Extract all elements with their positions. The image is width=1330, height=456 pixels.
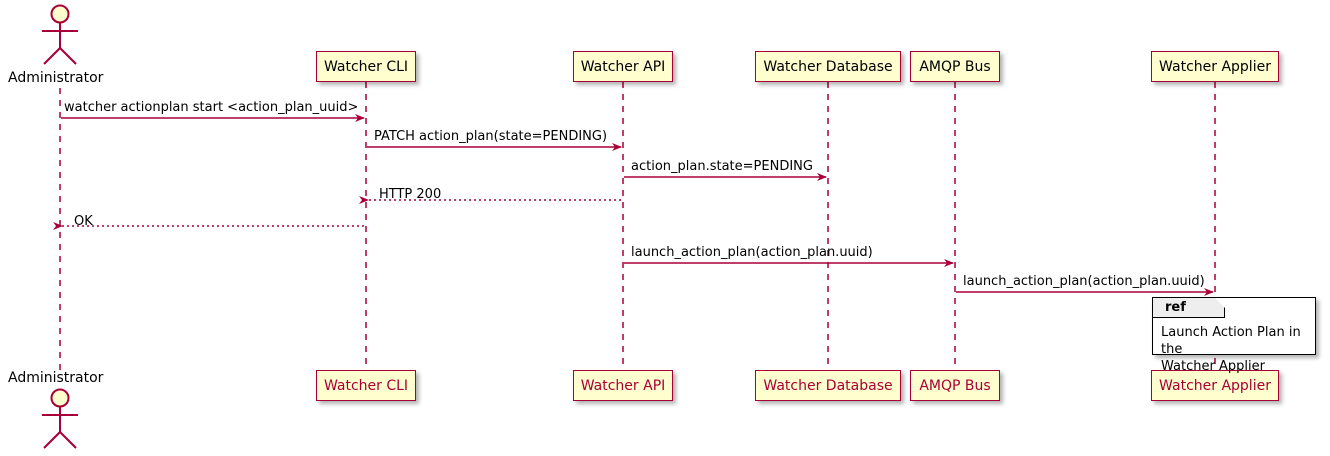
- participant-label: Watcher API: [580, 58, 666, 75]
- ref-fragment-line-2: Watcher Applier: [1161, 359, 1265, 374]
- participant-label: AMQP Bus: [919, 377, 991, 394]
- actor-label-administrator-bottom: Administrator: [8, 370, 104, 386]
- participant-box-amqp-bus-bottom[interactable]: AMQP Bus: [910, 370, 1000, 401]
- participant-label: Watcher Applier: [1159, 377, 1271, 394]
- participant-label: Watcher CLI: [323, 58, 409, 75]
- participant-box-watcher-cli-top[interactable]: Watcher CLI: [316, 51, 416, 82]
- actor-administrator-bottom: [42, 388, 78, 449]
- participant-label: Watcher CLI: [323, 377, 409, 394]
- message-label-2: PATCH action_plan(state=PENDING): [374, 129, 608, 144]
- message-label-7: launch_action_plan(action_plan.uuid): [963, 274, 1205, 289]
- lifelines: [59, 82, 1216, 370]
- actor-label-administrator-top: Administrator: [8, 70, 104, 86]
- participant-label: Watcher Database: [763, 58, 893, 75]
- participant-box-watcher-database-bottom[interactable]: Watcher Database: [755, 370, 901, 401]
- participant-label: Watcher API: [580, 377, 666, 394]
- ref-fragment-line-1: Launch Action Plan in the: [1161, 325, 1301, 357]
- ref-fragment-tab-label: ref: [1153, 298, 1225, 318]
- message-label-5: OK: [74, 214, 93, 229]
- participant-box-amqp-bus-top[interactable]: AMQP Bus: [910, 51, 1000, 82]
- actor-administrator-top: [42, 4, 78, 65]
- message-label-6: launch_action_plan(action_plan.uuid): [631, 245, 873, 260]
- participant-box-watcher-applier-top[interactable]: Watcher Applier: [1151, 51, 1279, 82]
- participant-box-watcher-database-top[interactable]: Watcher Database: [755, 51, 901, 82]
- participant-box-watcher-cli-bottom[interactable]: Watcher CLI: [316, 370, 416, 401]
- participant-box-watcher-applier-bottom[interactable]: Watcher Applier: [1151, 370, 1279, 401]
- participant-label: Watcher Database: [763, 377, 893, 394]
- participant-box-watcher-api-top[interactable]: Watcher API: [573, 51, 673, 82]
- ref-fragment-body: Launch Action Plan in the Watcher Applie…: [1153, 322, 1330, 375]
- message-label-3: action_plan.state=PENDING: [631, 159, 813, 174]
- participant-box-watcher-api-bottom[interactable]: Watcher API: [573, 370, 673, 401]
- message-arrows: [53, 114, 1214, 296]
- message-label-4: HTTP 200: [379, 187, 442, 202]
- participant-label: Watcher Applier: [1159, 58, 1271, 75]
- ref-fragment-box[interactable]: ref Launch Action Plan in the Watcher Ap…: [1152, 297, 1316, 374]
- message-label-1: watcher actionplan start <action_plan_uu…: [64, 100, 359, 115]
- participant-label: AMQP Bus: [919, 58, 991, 75]
